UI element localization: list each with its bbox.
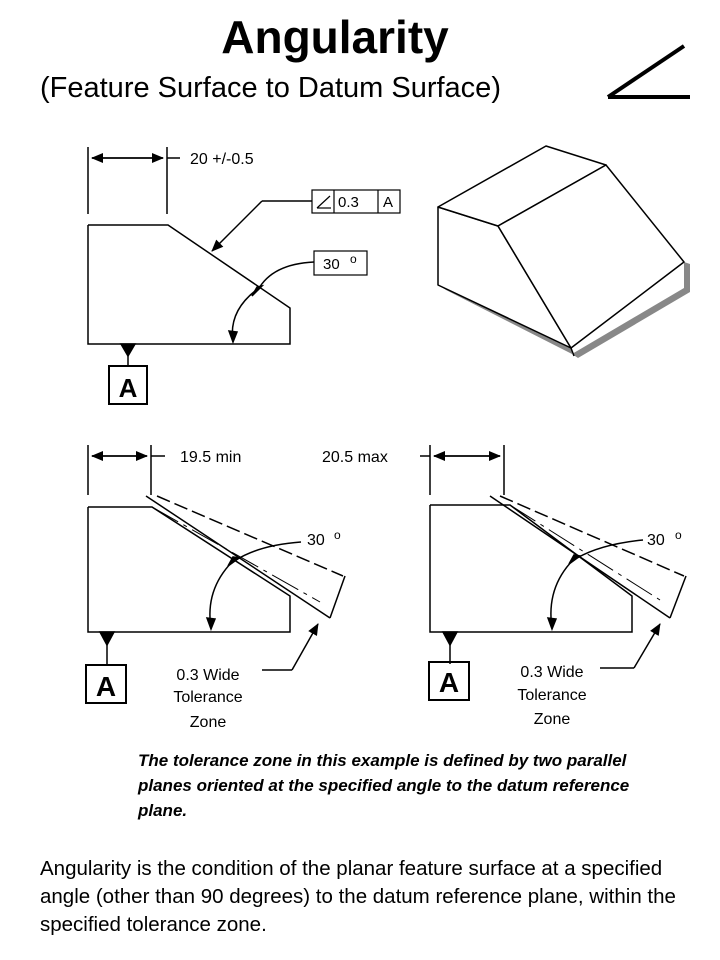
top-angle-unit: o (350, 252, 357, 266)
fcf-datum: A (383, 194, 393, 211)
top-datum-label: A (119, 373, 138, 403)
angularity-symbol-icon (606, 44, 690, 99)
right-zone-line1: 0.3 Wide (520, 664, 583, 681)
left-dimension-label: 19.5 min (180, 449, 241, 466)
part-outline (87, 224, 291, 345)
right-zone-line2: Tolerance (517, 687, 586, 704)
top-angle-value: 30 (323, 256, 340, 273)
left-zone-line3: Zone (190, 714, 227, 731)
right-view (420, 445, 687, 701)
top-dimension-label: 20 +/-0.5 (190, 151, 254, 168)
datum-box (108, 365, 148, 405)
page-title: Angularity (221, 11, 449, 63)
right-zone-line3: Zone (534, 711, 571, 728)
left-datum-label: A (96, 671, 116, 702)
right-angle-value: 30 (647, 532, 665, 549)
left-angle-unit: o (334, 528, 341, 542)
left-view (85, 445, 346, 704)
left-zone-line2: Tolerance (173, 689, 242, 706)
tolerance-note: The tolerance zone in this example is de… (138, 751, 630, 820)
left-zone-line1: 0.3 Wide (176, 667, 239, 684)
top-view (87, 147, 401, 405)
angle-box (313, 250, 368, 276)
page-subtitle: (Feature Surface to Datum Surface) (40, 72, 501, 104)
fcf-value: 0.3 (338, 194, 359, 211)
feature-control-frame (311, 189, 401, 214)
left-angle-value: 30 (307, 532, 325, 549)
right-angle-unit: o (675, 528, 682, 542)
right-dimension-label: 20.5 max (322, 449, 388, 466)
definition-paragraph: Angularity is the condition of the plana… (40, 857, 676, 936)
isometric-part (437, 145, 690, 358)
right-datum-label: A (439, 667, 459, 698)
angularity-symbol-icon-small (316, 195, 331, 209)
